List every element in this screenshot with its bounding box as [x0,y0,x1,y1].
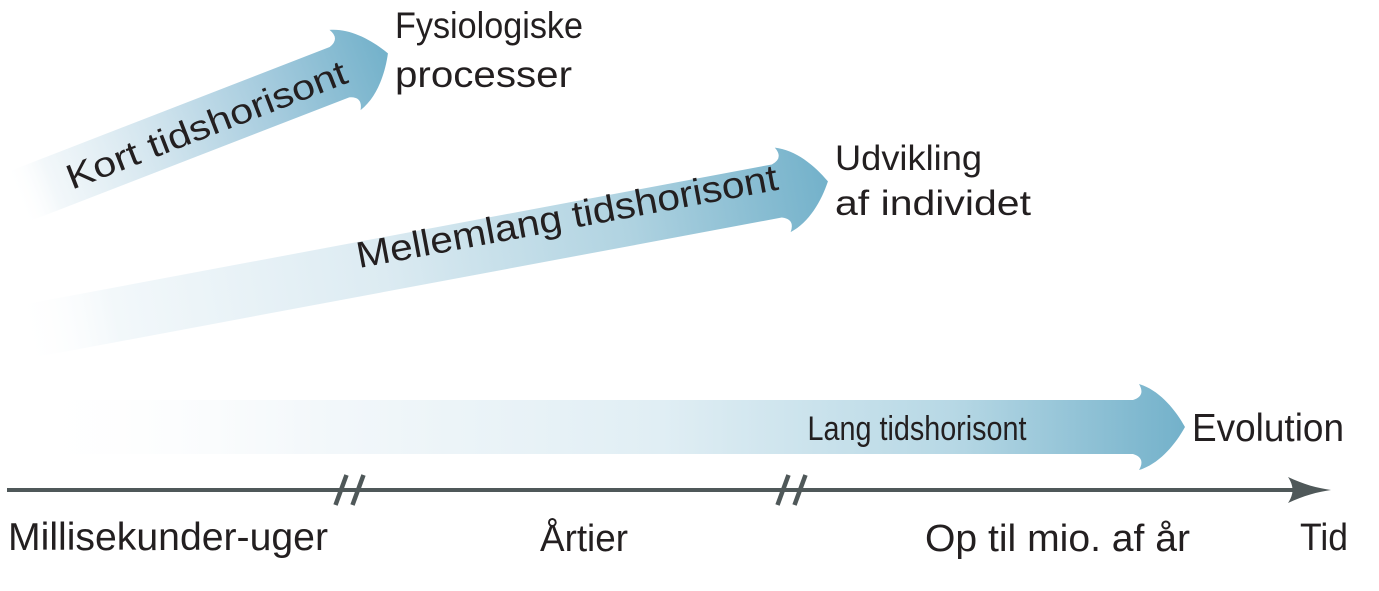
long-horizon-arrow-label: Lang tidshorisont [808,410,1027,448]
long-horizon-arrow-group: Lang tidshorisont [20,384,1185,470]
individual-development-label-line1: Udvikling [835,139,982,178]
axis-break-left-icon [333,474,366,506]
axis-title-time: Tid [1300,517,1348,559]
long-horizon-arrow-shape [20,384,1185,470]
axis-break-right-icon [775,474,808,506]
short-horizon-arrow-group: Kort tidshorisont [5,29,388,224]
short-horizon-arrow-label: Kort tidshorisont [61,53,353,197]
axis-arrowhead-icon [1288,477,1331,503]
medium-horizon-arrow-shape [13,147,828,360]
evolution-label: Evolution [1192,407,1344,450]
physiological-processes-label-line1: Fysiologiske [395,5,583,46]
tick-label-milliseconds-weeks: Millisekunder-uger [8,516,328,559]
tick-label-decades: Årtier [540,516,628,560]
tick-label-millions-of-years: Op til mio. af år [925,518,1190,560]
short-horizon-arrow-shape [5,29,388,224]
physiological-processes-label-line2: processer [395,54,572,95]
individual-development-label-line2: af individet [835,184,1031,223]
